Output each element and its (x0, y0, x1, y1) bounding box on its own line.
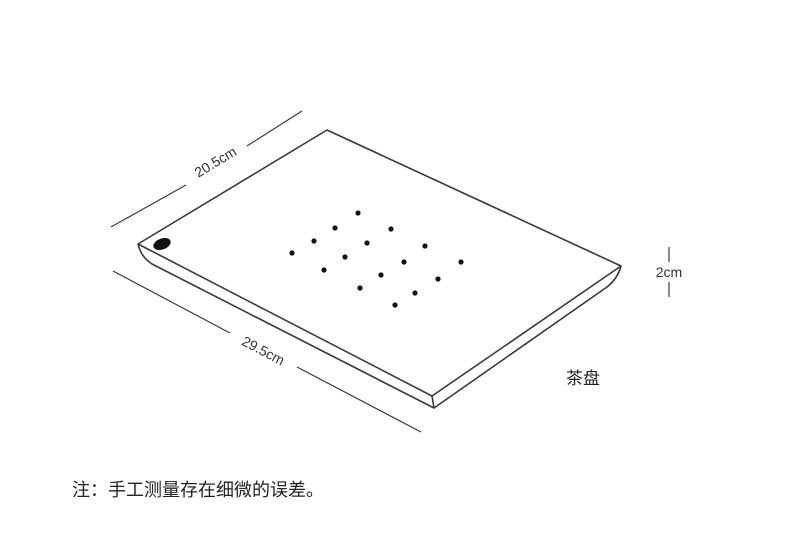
drainage-dots (289, 210, 464, 308)
dot (289, 250, 295, 256)
dot (355, 210, 361, 216)
length-label: 29.5cm (239, 333, 287, 369)
dot (332, 225, 338, 231)
width-dimension-line-right (246, 110, 303, 147)
length-dimension (112, 270, 422, 433)
dot (378, 272, 384, 278)
dot (392, 302, 398, 308)
dot (412, 290, 418, 296)
drain-hole (153, 237, 171, 251)
dot (422, 243, 428, 249)
tea-tray (137, 129, 622, 409)
dot (357, 285, 363, 291)
dot (342, 254, 348, 260)
dot (401, 259, 407, 265)
dot (458, 259, 464, 265)
width-dimension (110, 110, 303, 228)
measurement-note: 注：手工测量存在细微的误差。 (72, 480, 324, 501)
dot (364, 240, 370, 246)
length-dimension-line-left (112, 270, 231, 334)
dot (321, 267, 327, 273)
width-label: 20.5cm (192, 143, 240, 180)
length-dimension-line-right (296, 366, 422, 433)
height-label: 2cm (656, 264, 682, 280)
width-dimension-line-left (110, 184, 187, 228)
tray-right-side (433, 265, 622, 409)
tray-front-side (137, 243, 435, 409)
dot (388, 226, 394, 232)
dot (435, 276, 441, 282)
product-name-label: 茶盘 (566, 369, 600, 389)
dot (311, 238, 317, 244)
